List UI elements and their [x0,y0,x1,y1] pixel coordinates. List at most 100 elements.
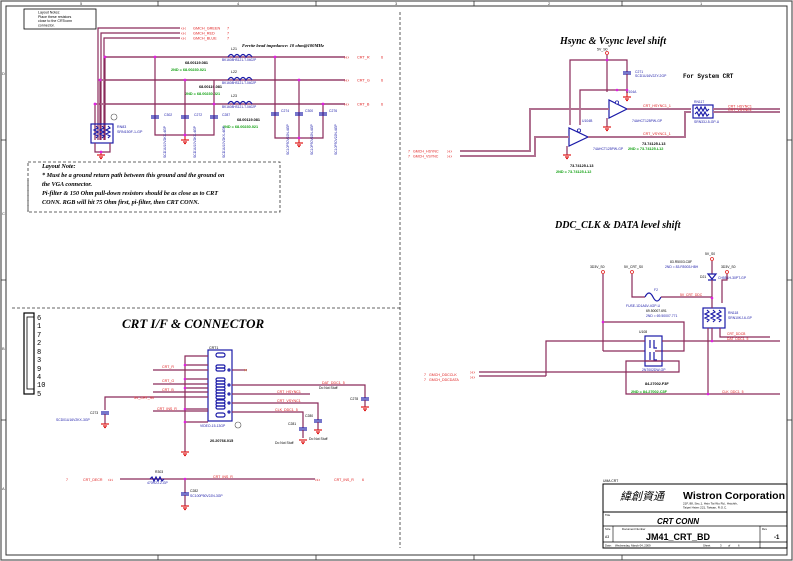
crt-ins-section: 7 CRT_DECR ‹‹‹ R303 470R2J-2-GP CRT_INS_… [66,470,364,511]
net-label-crt-ins-r: CRT_INS_R [157,407,177,411]
net-label-5v-crt-ddc: 5V_CRT_DDC [680,293,703,297]
pin-order: 9 [37,366,41,374]
input-port-arrow: ››› [470,370,475,376]
output-port-arrow: ››› [344,78,349,84]
net-label-crt-hsync1-1: CRT_HSYNC1_1 [643,104,671,108]
pin-order: 3 [37,357,41,365]
input-port-arrow: ››› [447,149,452,155]
sheet-inner-border [5,5,788,556]
svg-text:C276: C276 [329,109,337,113]
cap-c271-ref: C271 [635,70,643,74]
connector-crt1: CRT1 VIDEO-15-13GP 20.20766.015 [200,346,242,443]
page-ref: 7 [408,155,410,159]
resistor-array-rn118: RN118 SRN10KJ-6-GP [702,307,753,329]
pin-order: 8 [37,349,41,357]
net-label-gmch-ddcdata: GMCH_DDCDATA [429,378,459,382]
svg-text:SRN33J-5-GP-U: SRN33J-5-GP-U [694,120,720,124]
page-ref: 7 [424,378,426,382]
net-label-gmch-blue: GMCH_BLUE [193,37,217,41]
do-not-stuff-label: Do Not Stuff [309,437,327,441]
svg-text:C272: C272 [194,113,202,117]
svg-text:SCD1U10V2KX-4GP: SCD1U10V2KX-4GP [222,125,226,158]
connector-pin-legend-outer [23,312,35,395]
resistor-network-rn83: RN83 SRN150F-1-GP [90,113,143,160]
border-row-label: D [2,71,5,76]
svg-text:SRN10KJ-6-GP: SRN10KJ-6-GP [728,316,753,320]
cap-c271-part: SCD1U16V2ZY-2GP [635,74,667,78]
layout-notice-box [23,8,97,30]
svg-text:74AHCT125PW-GP: 74AHCT125PW-GP [632,119,663,123]
net-label-crt-b: CRT_B [357,103,370,107]
net-label-crt-g: CRT_G [357,79,370,83]
supply-label: 5V_CRT_S0 [624,265,643,269]
sheet-total: 6 [738,544,740,548]
layout-note-title: Layout Note: [41,163,76,170]
supply-label: 5V_S0 [597,48,608,52]
do-not-stuff-label: Do Not Stuff [319,386,337,390]
page-ref: 6 [381,79,383,83]
net-label-crt-b: CRT_B [162,388,174,392]
output-port-arrow: ››› [315,478,320,484]
net-label-crt-hsync1: CRT_HSYNC1 [277,390,301,394]
svg-text:of: of [728,544,731,548]
junction-dots [93,55,325,154]
svg-text:Size: Size [605,527,611,531]
input-port-arrow: ‹‹‹ [181,26,186,32]
pin-order: 4 [37,374,41,382]
layout-note-line: CONN. RGB will hit 75 Ohm first, pi-filt… [42,199,200,206]
layout-notice-line: connector. [38,24,55,28]
svg-text:Document Number: Document Number [622,527,646,531]
layout-notice-line: Layout Notes: [38,11,60,15]
svg-text:C273: C273 [90,411,98,415]
net-label-crt-vsync1: CRT_VSYNC1 [277,399,301,403]
supply-label: 5V_S0 [705,252,715,256]
svg-text:CH551H-30PT-GP: CH551H-30PT-GP [718,276,747,280]
pin-order: 2 [37,340,41,348]
net-label-crt-ddcb: CRT_DDCB [727,332,746,336]
svg-text:2ND = 83.R5003.H8H: 2ND = 83.R5003.H8H [665,265,699,269]
part-number: 68.00119.081 [199,85,222,89]
svg-text:BK1608HS121-T-0402P: BK1608HS121-T-0402P [222,105,256,109]
second-source: 2ND = 68.00230.021 [223,125,258,129]
layout-notice-line: close to the CRTconn [38,19,72,23]
net-label-crt-r: CRT_R [357,56,370,60]
border-col-label: 3 [395,1,398,6]
output-port-arrow: ››› [344,102,349,108]
svg-text:C300: C300 [305,109,313,113]
svg-text:SRN150F-1-GP: SRN150F-1-GP [117,130,143,134]
net-label-clk-ddc1-5: CLK_DDC1_5 [722,390,744,394]
svg-text:Title: Title [605,513,611,517]
net-label-dat-ddc1-5: DAT_DDC1_5 [322,381,345,385]
hsync-vsync-section: Hsync & Vsync level shift 5V_S0 C271 SCD… [408,36,780,174]
sheet-title: CRT CONN [657,517,699,526]
svg-text:SCD1U10V2KX-4GP: SCD1U10V2KX-4GP [193,125,197,158]
part-number: 68.00119.081 [237,118,260,122]
svg-text:RN117: RN117 [694,100,704,104]
net-label-crt-decr: CRT_DECR [83,478,103,482]
svg-text:Sheet: Sheet [703,544,711,548]
net-label-crt-r: CRT_R [162,365,174,369]
input-port-arrow: ‹‹‹ [181,36,186,42]
ddc-section: DDC_CLK & DATA level shift 3D3V_S0 5V_CR… [424,220,780,396]
ic-u108: U108 2N7002DW-GP 84.27002.F3F 2ND = 84.2… [631,330,669,394]
second-source: 2ND = 68.00230.021 [171,68,206,72]
svg-text:U104A: U104A [626,90,637,94]
svg-text:L21: L21 [231,47,237,51]
svg-text:SC100P50V2JN-3GP: SC100P50V2JN-3GP [190,494,223,498]
net-label-gmch-red: GMCH_RED [193,32,215,36]
second-source: 2ND = 73.74125.L12 [556,170,591,174]
sheet-number: 3 [720,544,722,548]
page-ref: 7 [227,32,229,36]
do-not-stuff-label: Do Not Stuff [275,441,293,445]
inductor-l21: L21 BK1608HS121-T-0402P [222,47,256,62]
part-number: 68.00119.081 [185,61,208,65]
svg-text:SCD1U10V2KX-4GP: SCD1U10V2KX-4GP [163,125,167,158]
svg-text:470R2J-2-GP: 470R2J-2-GP [147,481,168,485]
page-ref: 7 [227,37,229,41]
svg-text:BK1608HS121-T-0402P: BK1608HS121-T-0402P [222,58,256,62]
border-row-label: C [2,211,5,216]
net-label-crt-hsync1: CRT_HSYNC1 [728,105,752,109]
page-ref: 7 [408,150,410,154]
svg-text:RN118: RN118 [728,311,738,315]
